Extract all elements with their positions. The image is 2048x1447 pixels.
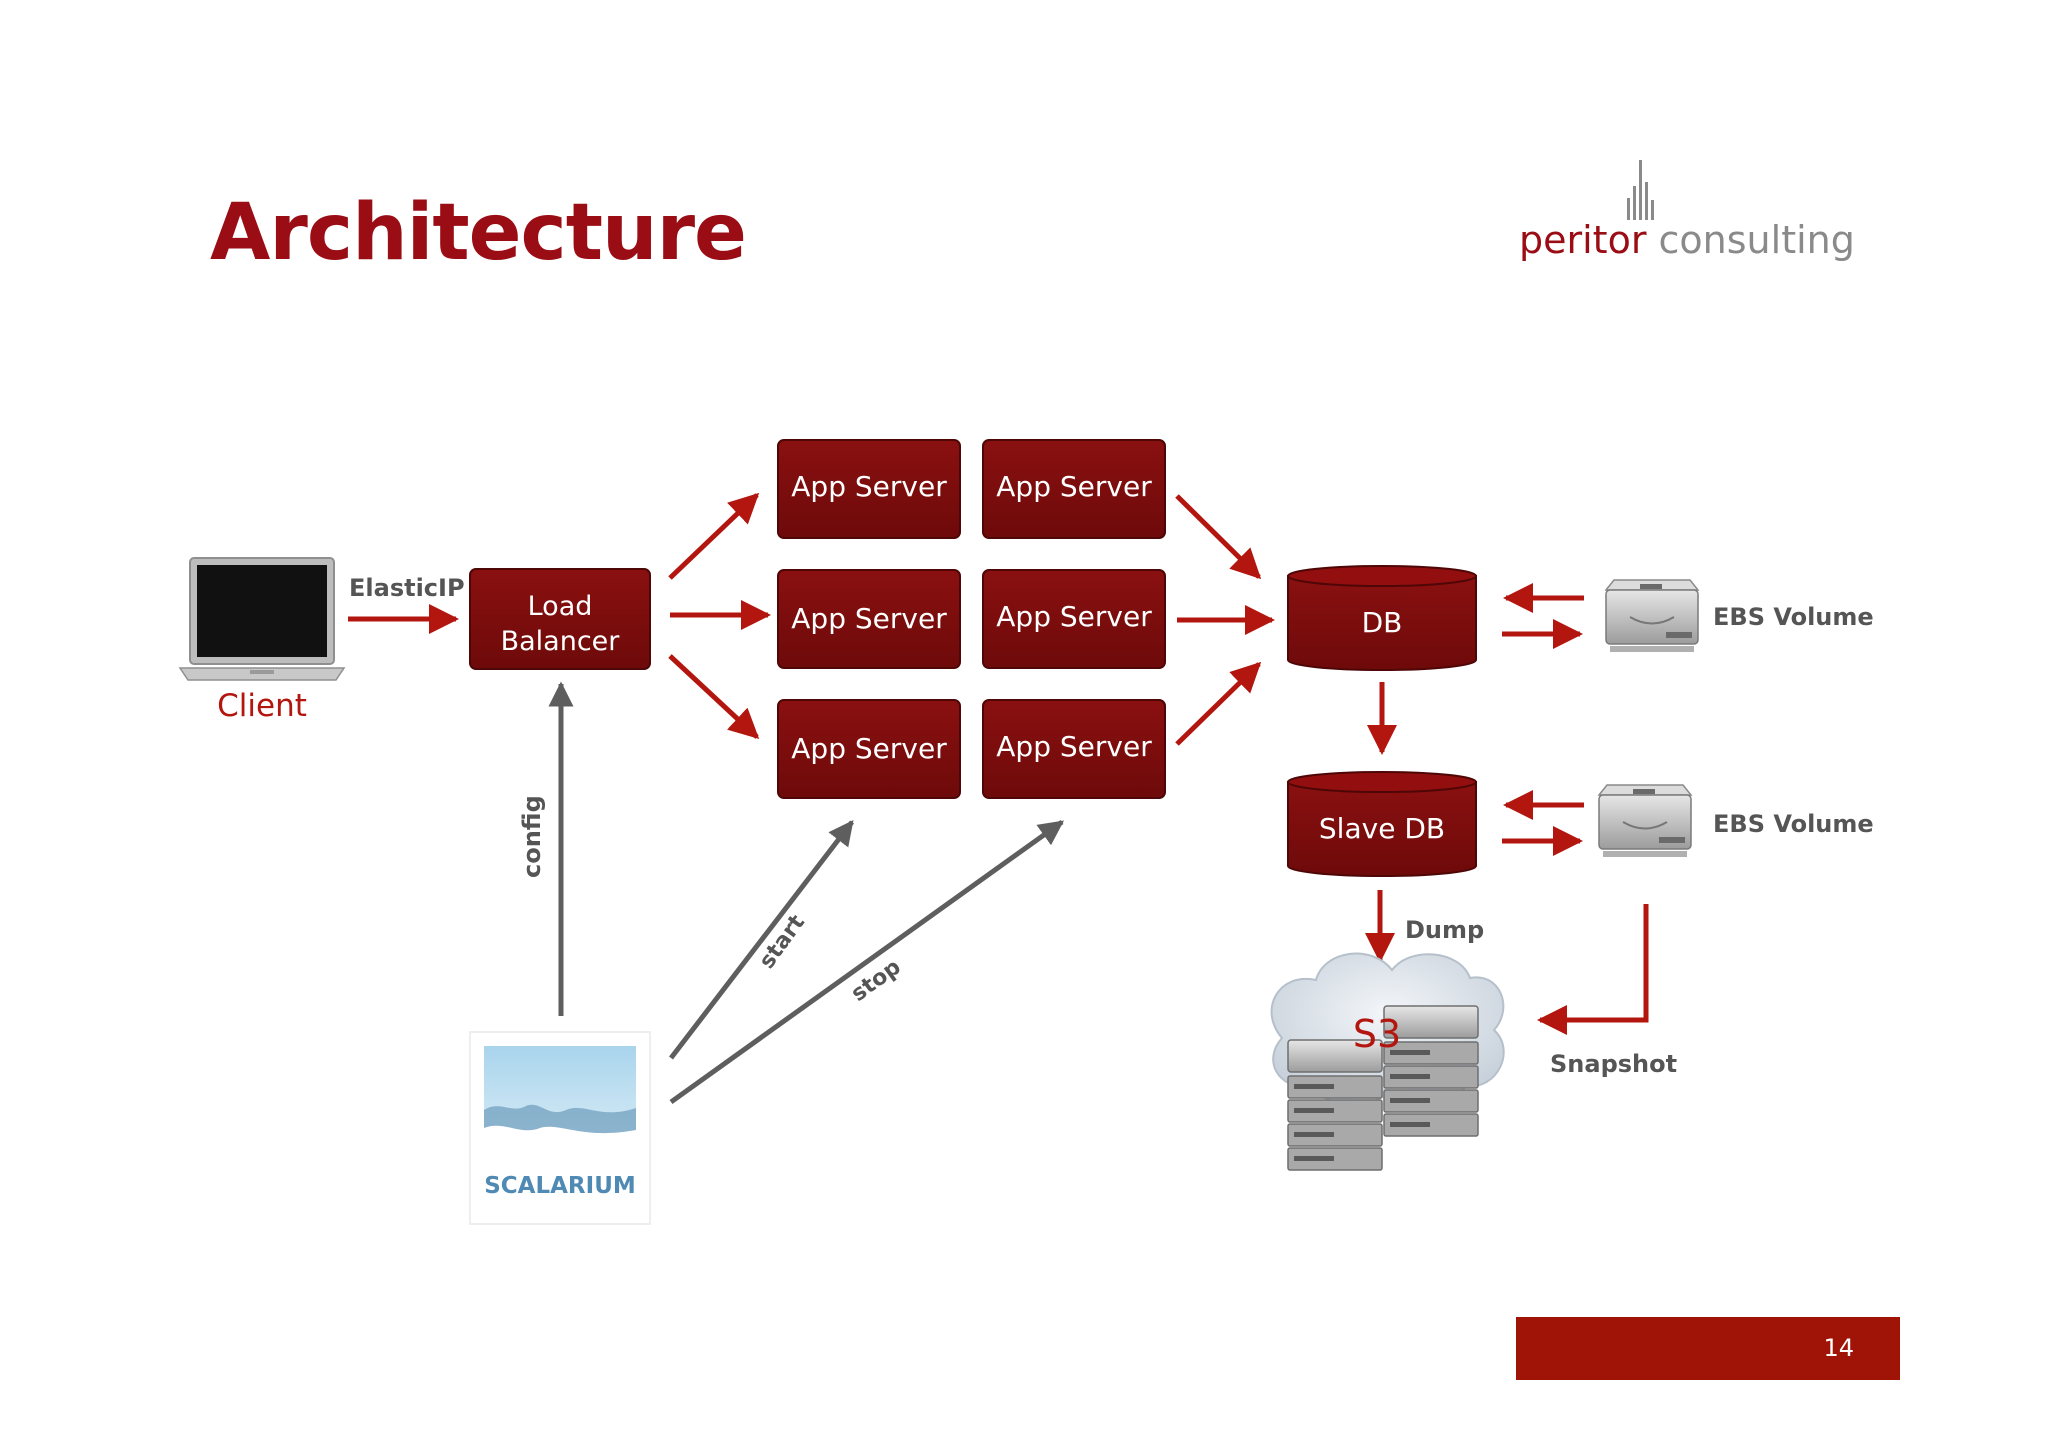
slide-title: Architecture	[210, 188, 747, 278]
slave-db-cylinder: Slave DB	[1287, 771, 1477, 877]
start-arrow	[669, 820, 854, 1060]
laptop-icon	[178, 557, 346, 681]
db-label: DB	[1362, 606, 1403, 639]
elastic-ip-label: ElasticIP	[349, 574, 465, 602]
stop-label: stop	[847, 955, 906, 1007]
snapshot-arrow	[1537, 904, 1649, 1035]
app-server-label: App Server	[791, 732, 947, 765]
server-stack-icon	[1383, 1005, 1479, 1137]
peritor-logo	[1627, 160, 1654, 220]
s3-label: S3	[1353, 1012, 1401, 1056]
app-to-db-top-arrow	[1175, 494, 1262, 580]
ebs-volume-label-2: EBS Volume	[1713, 810, 1874, 838]
app-server-label: App Server	[791, 470, 947, 503]
scalarium-label: SCALARIUM	[484, 1173, 636, 1199]
load-balancer-label-2: Balancer	[501, 626, 621, 657]
snapshot-label: Snapshot	[1550, 1050, 1677, 1078]
app-server-box: App Server	[777, 569, 961, 669]
slave-db-label: Slave DB	[1319, 812, 1445, 845]
app-server-box: App Server	[982, 699, 1166, 799]
app-server-label: App Server	[996, 470, 1152, 503]
hard-disk-icon	[1604, 579, 1700, 652]
load-balancer-label-1: Load	[528, 591, 593, 622]
app-to-db-bottom-arrow	[1175, 661, 1262, 746]
dump-label: Dump	[1405, 916, 1484, 944]
db-cylinder: DB	[1287, 565, 1477, 671]
client-label: Client	[217, 688, 307, 724]
server-stack-icon	[1287, 1039, 1383, 1171]
ebs-volume-label-1: EBS Volume	[1713, 603, 1874, 631]
page-number-bar: 14	[1516, 1317, 1900, 1380]
lb-to-app-top-arrow	[668, 492, 760, 580]
app-server-box: App Server	[777, 439, 961, 539]
app-server-label: App Server	[791, 602, 947, 635]
logo-brand: peritor	[1519, 218, 1647, 262]
config-label: config	[518, 795, 546, 878]
page-number: 14	[1823, 1334, 1854, 1362]
stop-arrow	[669, 819, 1065, 1105]
app-server-box: App Server	[777, 699, 961, 799]
app-server-box: App Server	[982, 569, 1166, 669]
logo-text: peritor consulting	[1519, 218, 1855, 262]
lb-to-app-bottom-arrow	[668, 654, 760, 740]
hard-disk-icon	[1597, 784, 1693, 857]
app-server-box: App Server	[982, 439, 1166, 539]
load-balancer-box: Load Balancer	[469, 568, 651, 670]
app-server-label: App Server	[996, 600, 1152, 633]
logo-suffix: consulting	[1646, 218, 1855, 262]
app-server-label: App Server	[996, 730, 1152, 763]
scalarium-logo: SCALARIUM	[469, 1031, 651, 1225]
